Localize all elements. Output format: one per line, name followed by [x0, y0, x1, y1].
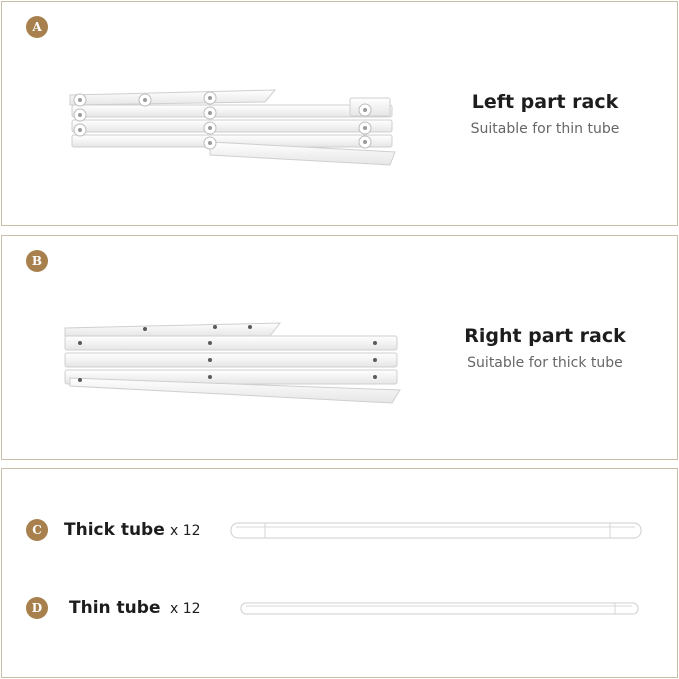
panel-tubes [1, 468, 678, 678]
badge-c: C [26, 519, 48, 541]
badge-d: D [26, 597, 48, 619]
left-rack-subtitle: Suitable for thin tube [470, 121, 620, 137]
thin-tube-illustration [240, 602, 639, 615]
thin-tube-qty: x 12 [170, 601, 201, 617]
right-rack-title: Right part rack [464, 325, 626, 347]
left-rack-illustration [69, 89, 396, 166]
badge-b: B [26, 250, 48, 272]
thick-tube-illustration [230, 522, 642, 539]
thin-tube-label: Thin tube [69, 598, 161, 618]
left-rack-title: Left part rack [471, 91, 619, 113]
thick-tube-qty: x 12 [170, 523, 201, 539]
right-rack-illustration [64, 322, 401, 404]
badge-a: A [26, 16, 48, 38]
right-rack-subtitle: Suitable for thick tube [467, 355, 623, 371]
thick-tube-label: Thick tube [64, 520, 165, 540]
